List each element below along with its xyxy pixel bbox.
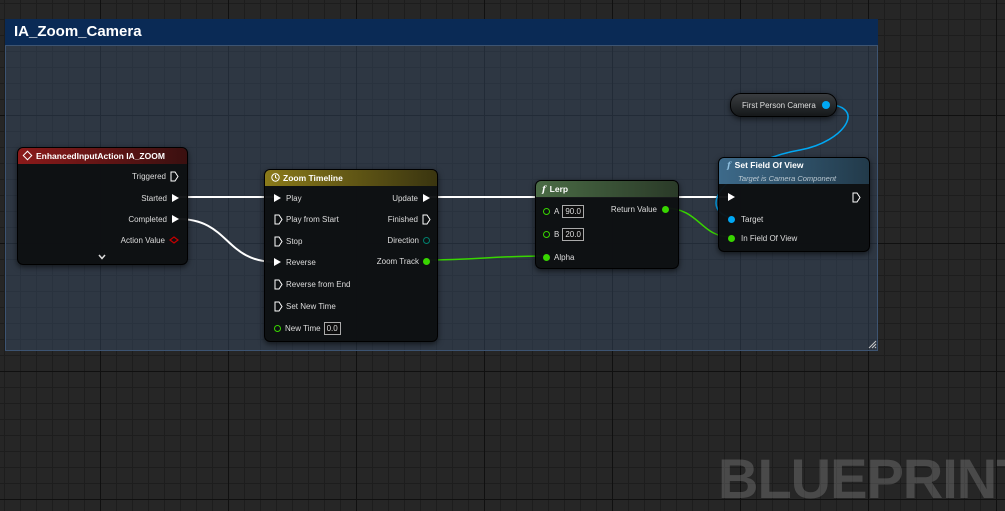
return-value-float-pin-icon[interactable] xyxy=(662,205,669,213)
a-pin-label: A xyxy=(554,206,560,216)
alpha-float-pin-icon[interactable] xyxy=(543,253,550,261)
play-from-start-exec-pin-icon[interactable] xyxy=(274,214,283,225)
input-event-icon xyxy=(22,150,33,161)
triggered-exec-pin-icon[interactable] xyxy=(170,171,179,182)
new-time-value-field[interactable]: 0.0 xyxy=(323,321,341,335)
zoom-timeline-node-header[interactable]: Zoom Timeline xyxy=(265,170,437,186)
update-pin-label: Update xyxy=(392,193,418,203)
input-action-node[interactable]: EnhancedInputAction IA_ZOOM Triggered St… xyxy=(17,147,188,265)
started-pin-label: Started xyxy=(141,193,167,203)
lerp-title: Lerp xyxy=(549,184,569,194)
zoom-timeline-title: Zoom Timeline xyxy=(283,173,343,183)
set-fov-title: Set Field Of View xyxy=(734,160,804,170)
a-value-field[interactable]: 90.0 xyxy=(562,204,584,218)
blueprint-watermark: BLUEPRINT xyxy=(718,447,1005,510)
reverse-from-end-exec-pin-icon[interactable] xyxy=(274,279,283,290)
b-pin-label: B xyxy=(554,229,560,239)
chevron-down-icon[interactable] xyxy=(98,254,106,260)
resize-grip-icon[interactable] xyxy=(867,339,877,349)
zoom-timeline-node[interactable]: Zoom Timeline Play Play from Start Stop … xyxy=(264,169,438,342)
play-exec-pin-icon[interactable] xyxy=(274,194,281,202)
b-float-pin-icon[interactable] xyxy=(543,230,550,238)
new-time-float-pin-icon[interactable] xyxy=(274,324,281,332)
in-fov-float-pin-icon[interactable] xyxy=(728,234,735,242)
finished-pin-label: Finished xyxy=(387,214,418,224)
return-value-pin-label: Return Value xyxy=(610,204,657,214)
first-person-camera-node[interactable]: First Person Camera xyxy=(730,93,837,117)
target-object-pin-icon[interactable] xyxy=(728,215,735,223)
zoom-track-float-pin-icon[interactable] xyxy=(423,257,430,265)
camera-object-pin-icon[interactable] xyxy=(822,101,830,109)
set-fov-exec-in-pin-icon[interactable] xyxy=(728,193,735,201)
clock-icon xyxy=(271,173,280,182)
new-time-pin-label: New Time xyxy=(285,323,321,333)
target-pin-label: Target xyxy=(741,214,764,224)
reverse-exec-pin-icon[interactable] xyxy=(274,258,281,266)
stop-pin-label: Stop xyxy=(286,236,303,246)
set-new-time-exec-pin-icon[interactable] xyxy=(274,301,283,312)
set-fov-subtitle: Target is Camera Component xyxy=(738,174,837,183)
in-fov-pin-label: In Field Of View xyxy=(741,233,798,243)
function-icon: f xyxy=(542,185,546,195)
stop-exec-pin-icon[interactable] xyxy=(274,236,283,247)
triggered-pin-label: Triggered xyxy=(132,171,166,181)
input-action-node-header[interactable]: EnhancedInputAction IA_ZOOM xyxy=(18,148,187,164)
b-value-field[interactable]: 20.0 xyxy=(562,227,584,241)
first-person-camera-label: First Person Camera xyxy=(742,100,816,110)
update-exec-pin-icon[interactable] xyxy=(423,194,430,202)
finished-exec-pin-icon[interactable] xyxy=(422,214,431,225)
zoom-track-pin-label: Zoom Track xyxy=(376,256,419,266)
action-value-struct-pin-icon[interactable] xyxy=(169,236,179,244)
a-float-pin-icon[interactable] xyxy=(543,207,550,215)
function-icon: f xyxy=(727,161,731,171)
set-fov-exec-out-pin-icon[interactable] xyxy=(852,192,861,203)
started-exec-pin-icon[interactable] xyxy=(172,194,179,202)
comment-title[interactable]: IA_Zoom_Camera xyxy=(5,19,878,45)
completed-exec-pin-icon[interactable] xyxy=(172,215,179,223)
play-pin-label: Play xyxy=(286,193,302,203)
reverse-pin-label: Reverse xyxy=(286,257,316,267)
direction-enum-pin-icon[interactable] xyxy=(423,236,430,244)
completed-pin-label: Completed xyxy=(128,214,167,224)
play-from-start-pin-label: Play from Start xyxy=(286,214,339,224)
input-action-title: EnhancedInputAction IA_ZOOM xyxy=(36,151,165,161)
action-value-pin-label: Action Value xyxy=(120,235,165,245)
alpha-pin-label: Alpha xyxy=(554,252,575,262)
set-new-time-pin-label: Set New Time xyxy=(286,301,336,311)
direction-pin-label: Direction xyxy=(387,235,419,245)
reverse-from-end-pin-label: Reverse from End xyxy=(286,279,351,289)
